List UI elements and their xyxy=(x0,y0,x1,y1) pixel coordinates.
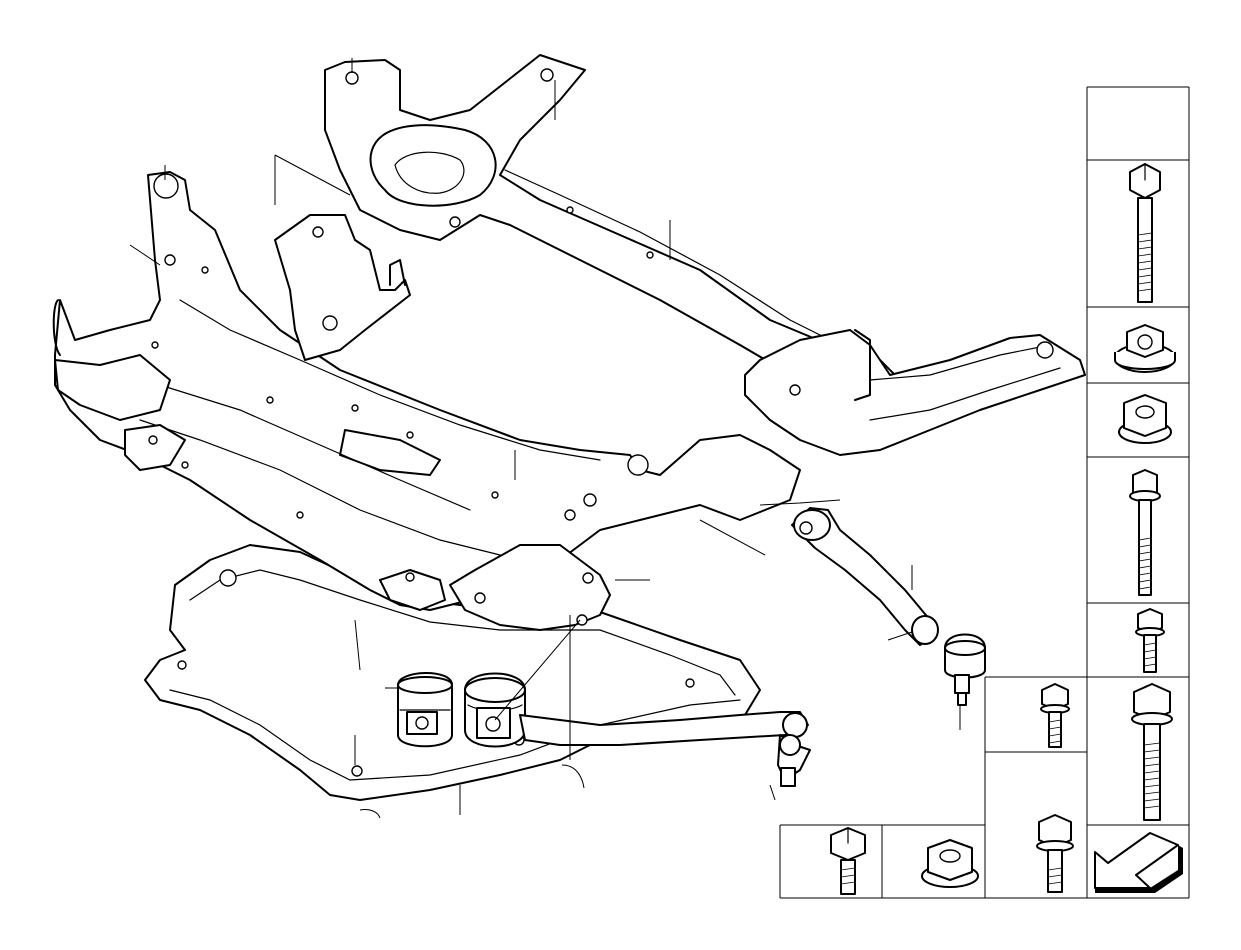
navigation-arrow-icon[interactable] xyxy=(1094,832,1183,893)
hydro-mount[interactable] xyxy=(464,672,526,748)
flange-bolt-medium-icon[interactable] xyxy=(1040,683,1070,748)
flange-bolt-short-icon[interactable] xyxy=(1135,608,1165,673)
leader-lines xyxy=(129,58,961,819)
flange-bolt-extra-long-icon[interactable] xyxy=(1036,814,1074,893)
hex-nut-flanged-icon[interactable] xyxy=(1118,394,1172,444)
flange-bolt-ribbed-icon[interactable] xyxy=(1129,469,1161,596)
engine-mount-bracket[interactable] xyxy=(274,214,411,361)
flange-bolt-long-icon[interactable] xyxy=(1131,683,1173,821)
hex-bolt-long-icon[interactable] xyxy=(1129,163,1161,303)
left-lower-rail[interactable] xyxy=(52,299,186,471)
hex-bolt-short-icon[interactable] xyxy=(830,827,866,895)
control-arm-left[interactable] xyxy=(519,711,811,787)
right-mount-bracket[interactable] xyxy=(379,544,611,631)
wishbone-arm-right[interactable] xyxy=(791,507,986,706)
hex-nut-self-locking-icon[interactable] xyxy=(921,839,979,888)
parts-grid xyxy=(779,86,1190,899)
rubber-bushing[interactable] xyxy=(397,672,453,748)
collar-nut-icon[interactable] xyxy=(1114,324,1176,373)
front-subframe[interactable] xyxy=(54,171,801,611)
right-side-member[interactable] xyxy=(744,329,1086,456)
